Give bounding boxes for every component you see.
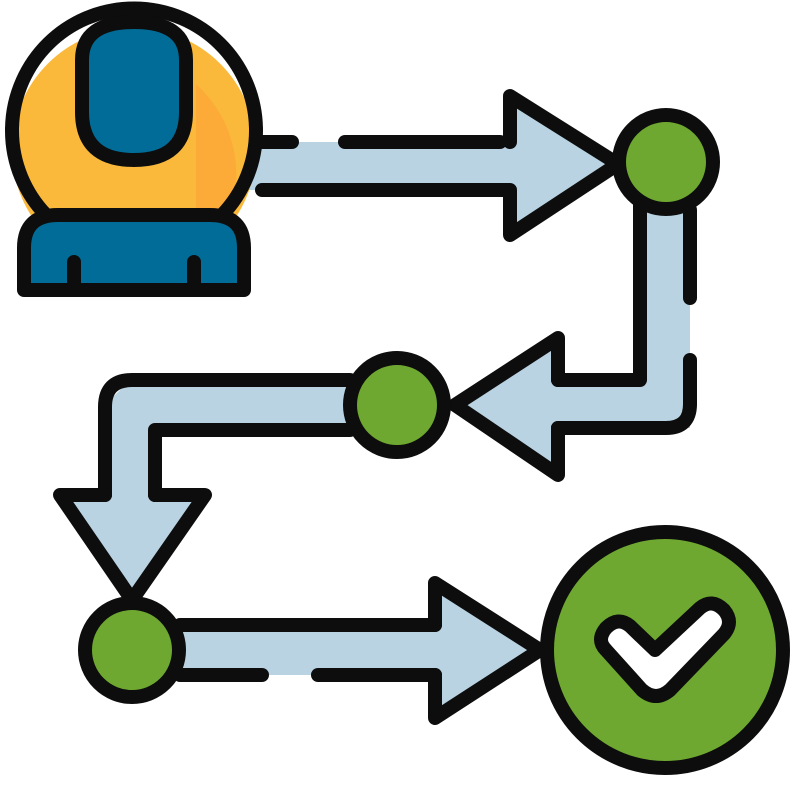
check-circle-outline [540,525,790,775]
connector-left-inner [148,423,357,502]
avatar-head-outline [75,15,193,167]
check-mark-icon [594,596,736,703]
step-node-1 [612,108,720,216]
arrow-2-head [448,331,565,482]
arrow-1-fill [240,96,618,235]
avatar-body-outline [17,208,251,297]
avatar-circle-outline [5,1,263,222]
step-node-3 [78,596,186,704]
connector-right-outer-corner [551,397,697,435]
avatar-outline [5,1,263,297]
step-nodes [78,108,720,704]
connector-right-inner [551,198,647,387]
arrow-1-head [255,89,625,242]
arrow-4-fill [175,583,540,718]
avatar-circle-shade [196,84,237,232]
user-avatar [5,1,263,297]
flow-paths-outline [53,89,697,725]
avatar-body [24,215,244,290]
connector-left-fill [105,380,360,495]
completed-check [540,525,790,775]
arrow-3-fill [60,495,205,600]
avatar-head [82,22,186,160]
step-node-2 [343,351,451,459]
connector-left-outer [98,373,357,502]
